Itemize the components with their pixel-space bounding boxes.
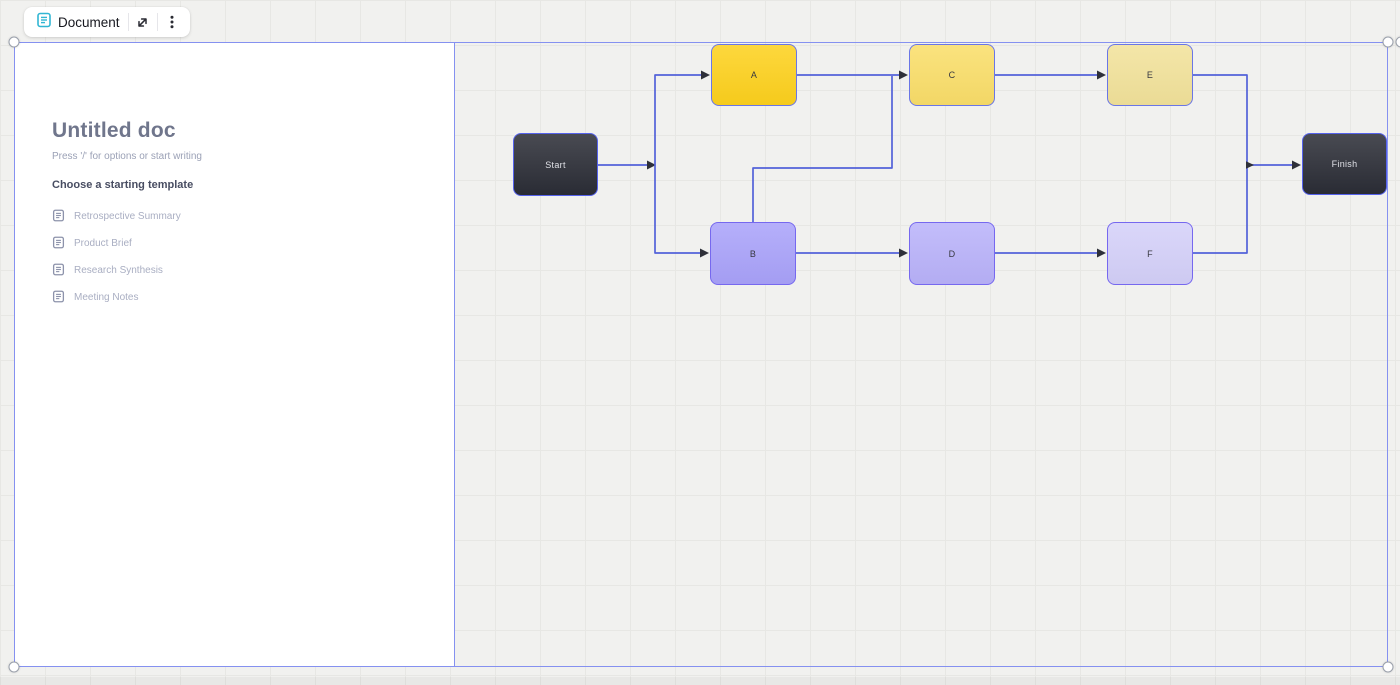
selection-handle-bottom-left[interactable] bbox=[8, 661, 20, 673]
page-icon bbox=[52, 290, 65, 306]
document-title[interactable]: Untitled doc bbox=[52, 119, 176, 142]
node-finish[interactable]: Finish bbox=[1302, 133, 1387, 195]
template-item-label: Meeting Notes bbox=[74, 292, 139, 303]
page-icon bbox=[52, 209, 65, 225]
template-item-2[interactable]: Research Synthesis bbox=[52, 257, 454, 284]
node-f[interactable]: F bbox=[1107, 222, 1193, 285]
page-icon bbox=[52, 236, 65, 252]
document-frame[interactable] bbox=[14, 42, 1388, 667]
template-item-3[interactable]: Meeting Notes bbox=[52, 284, 454, 311]
template-item-label: Research Synthesis bbox=[74, 265, 163, 276]
node-c[interactable]: C bbox=[909, 44, 995, 106]
document-placeholder: Press '/' for options or start writing bbox=[52, 151, 202, 162]
templates-heading: Choose a starting template bbox=[52, 179, 194, 191]
expand-icon[interactable] bbox=[129, 7, 157, 37]
node-a[interactable]: A bbox=[711, 44, 797, 106]
frame-type-button[interactable]: Document bbox=[28, 7, 128, 37]
canvas-bottom-edge bbox=[0, 677, 1400, 685]
node-b[interactable]: B bbox=[710, 222, 796, 285]
toolbar-divider bbox=[127, 13, 129, 31]
page-icon bbox=[52, 263, 65, 279]
toolbar-divider bbox=[156, 13, 158, 31]
template-item-label: Retrospective Summary bbox=[74, 211, 181, 222]
document-panel[interactable]: Untitled doc Press '/' for options or st… bbox=[15, 43, 455, 666]
selection-handle-bottom-right[interactable] bbox=[1382, 661, 1394, 673]
selection-handle-top-right[interactable] bbox=[1382, 36, 1394, 48]
template-item-0[interactable]: Retrospective Summary bbox=[52, 203, 454, 230]
selection-handle-top-left[interactable] bbox=[8, 36, 20, 48]
frame-type-label: Document bbox=[58, 14, 120, 30]
template-item-label: Product Brief bbox=[74, 238, 132, 249]
frame-toolbar: Document bbox=[24, 7, 190, 37]
document-icon bbox=[36, 12, 52, 33]
kebab-menu-icon[interactable] bbox=[158, 7, 186, 37]
template-item-1[interactable]: Product Brief bbox=[52, 230, 454, 257]
node-d[interactable]: D bbox=[909, 222, 995, 285]
node-start[interactable]: Start bbox=[513, 133, 598, 196]
selection-handle-right-partial[interactable] bbox=[1395, 36, 1400, 48]
node-e[interactable]: E bbox=[1107, 44, 1193, 106]
